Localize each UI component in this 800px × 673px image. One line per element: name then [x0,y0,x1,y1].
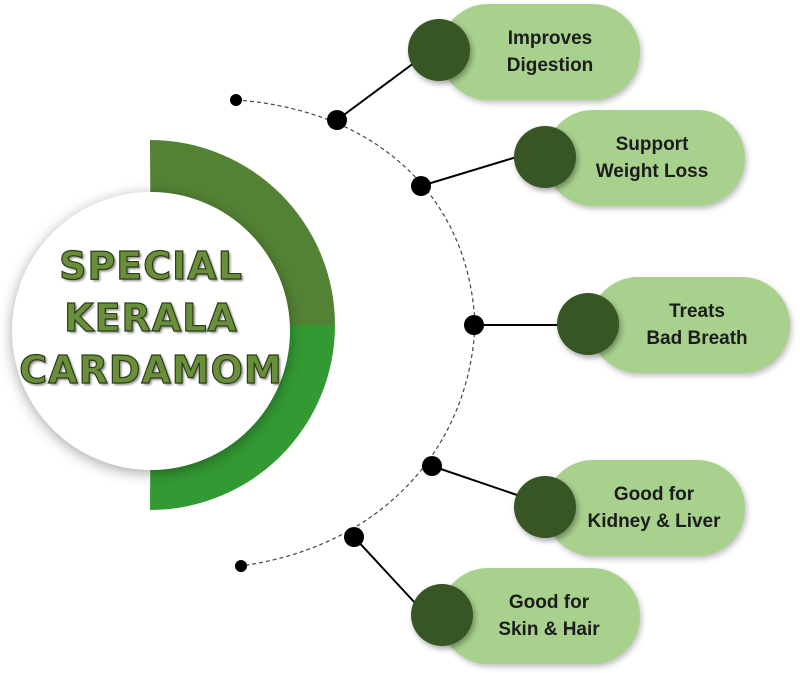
connector-line [420,155,521,187]
benefit-badge [557,293,619,355]
benefit-line-2: Weight Loss [595,161,709,182]
arc-node-dot [327,110,347,130]
arc-end-dot-top [230,94,242,106]
benefit-badge [411,584,473,646]
benefit-line-2: Bad Breath [646,328,748,349]
arc-node-dot [411,176,431,196]
benefit-badge [514,476,576,538]
benefit-line-1: Treats [669,301,725,322]
title-line-2: KERALA [64,295,238,340]
benefit-line-2: Digestion [506,55,594,76]
benefit-pill-kidney-liver: Good for Kidney & Liver [545,460,745,556]
benefit-line-1: Improves [507,28,593,49]
connector-line [336,59,419,121]
arc-end-dot-bottom [235,560,247,572]
center-circle [12,192,290,470]
arc-node-dot [344,527,364,547]
benefit-line-1: Good for [613,484,695,505]
benefit-pill-weight-loss: Support Weight Loss [545,110,745,206]
arc-node-dot [422,456,442,476]
benefit-pill-digestion: Improves Digestion [440,4,640,100]
connector-line [353,536,417,605]
connector-line [431,465,521,497]
title-line-3: CARDAMOM [19,347,283,392]
benefit-badge [408,19,470,81]
benefit-line-2: Kidney & Liver [587,511,721,532]
benefit-line-1: Good for [508,592,590,613]
benefit-pill-skin-hair: Good for Skin & Hair [440,568,640,664]
benefit-pill-bad-breath: Treats Bad Breath [590,277,790,373]
benefit-badge [514,126,576,188]
benefit-line-1: Support [615,134,689,155]
main-title: SPECIAL KERALA CARDAMOM [12,240,290,396]
benefit-line-2: Skin & Hair [498,619,600,640]
arc-node-dot [464,315,484,335]
title-line-1: SPECIAL [58,243,243,288]
